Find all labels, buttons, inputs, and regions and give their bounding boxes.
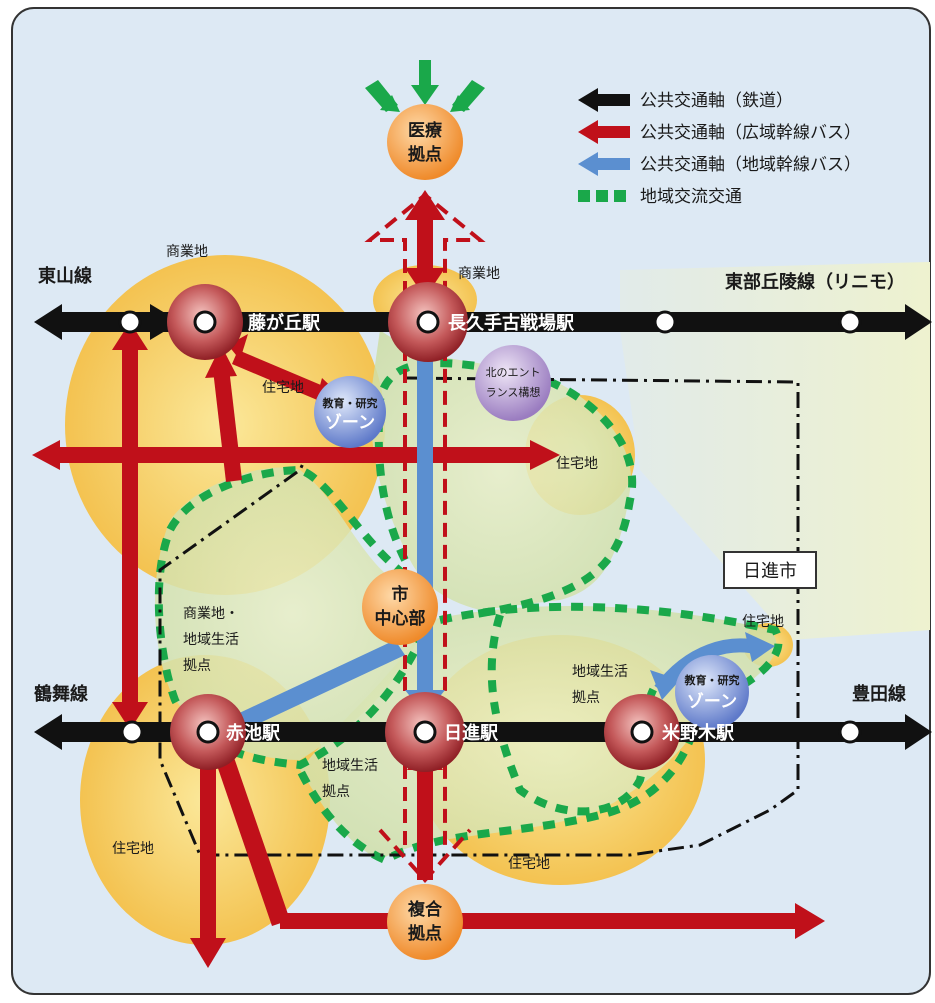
area-residential-sw: 住宅地: [112, 841, 154, 857]
city-center-hub: [362, 569, 438, 645]
area-commercial-n: 商業地: [458, 266, 500, 282]
station-fujigaoka: 藤が丘駅: [248, 312, 321, 334]
area-life-center-2: 拠点: [322, 784, 350, 800]
area-life-east-2: 拠点: [572, 690, 600, 706]
station-komenoki: 米野木駅: [662, 722, 735, 744]
station-nisshin: 日進駅: [444, 722, 499, 744]
station-markers: [118, 310, 862, 744]
education-zone-east: [675, 655, 749, 729]
legend-label-wide-bus: 公共交通軸（広域幹線バス）: [640, 122, 861, 143]
line-label-higashiyama: 東山線: [38, 265, 92, 287]
complex-hub-label-1: 複合: [407, 899, 443, 920]
line-label-toyota: 豊田線: [852, 683, 906, 705]
education-zone-north: [314, 376, 386, 448]
north-entrance-zone: [475, 345, 551, 421]
area-commercial-life-1: 商業地・: [183, 606, 239, 622]
area-residential-e: 住宅地: [556, 456, 598, 472]
line-label-tsurumai: 鶴舞線: [34, 683, 88, 705]
legend-label-community: 地域交流交通: [640, 187, 742, 207]
city-boundary-label: 日進市: [743, 561, 797, 582]
north-community-area: [370, 330, 632, 610]
complex-hub-label-2: 拠点: [408, 923, 442, 944]
ne-area: [620, 262, 930, 640]
medical-hub-label-1: 医療: [408, 120, 443, 141]
medical-hub-label-2: 拠点: [408, 144, 442, 165]
education-east-label-1: 教育・研究: [684, 673, 740, 687]
nisshin-city-boundary: [158, 376, 800, 857]
city-center-label-2: 中心部: [375, 608, 426, 629]
area-residential-ne: 住宅地: [742, 614, 784, 630]
area-life-center-1: 地域生活: [322, 758, 378, 774]
area-life-east-1: 地域生活: [572, 664, 628, 680]
rail-lines: [34, 304, 932, 750]
city-label-box: [723, 551, 817, 589]
education-north-label-1: 教育・研究: [322, 396, 378, 410]
legend: 公共交通軸（鉄道） 公共交通軸（広域幹線バス） 公共交通軸（地域幹線バス） 地域…: [640, 91, 861, 207]
station-akaike: 赤池駅: [226, 722, 281, 744]
north-entrance-label-1: 北のエント: [486, 366, 541, 379]
area-residential-s: 住宅地: [508, 856, 550, 872]
community-arrows-medical: [365, 60, 485, 112]
line-label-linimo: 東部丘陵線（リニモ）: [725, 271, 905, 293]
complex-hub: [387, 884, 463, 960]
north-entrance-label-2: ランス構想: [486, 385, 541, 399]
area-commercial-nw: 商業地: [166, 244, 208, 260]
area-commercial-life-3: 拠点: [183, 658, 211, 674]
education-east-label-2: ゾーン: [687, 692, 737, 712]
legend-swatches: [578, 88, 630, 202]
medical-hub: [387, 104, 463, 180]
education-north-label-2: ゾーン: [325, 413, 375, 433]
west-community-area: [155, 467, 430, 760]
area-residential-nw: 住宅地: [262, 380, 304, 396]
legend-label-rail: 公共交通軸（鉄道）: [640, 91, 793, 111]
city-center-label-1: 市: [392, 584, 409, 605]
station-nagakute: 長久手古戦場駅: [448, 312, 575, 334]
area-commercial-life-2: 地域生活: [183, 632, 239, 648]
legend-label-local-bus: 公共交通軸（地域幹線バス）: [640, 154, 861, 175]
